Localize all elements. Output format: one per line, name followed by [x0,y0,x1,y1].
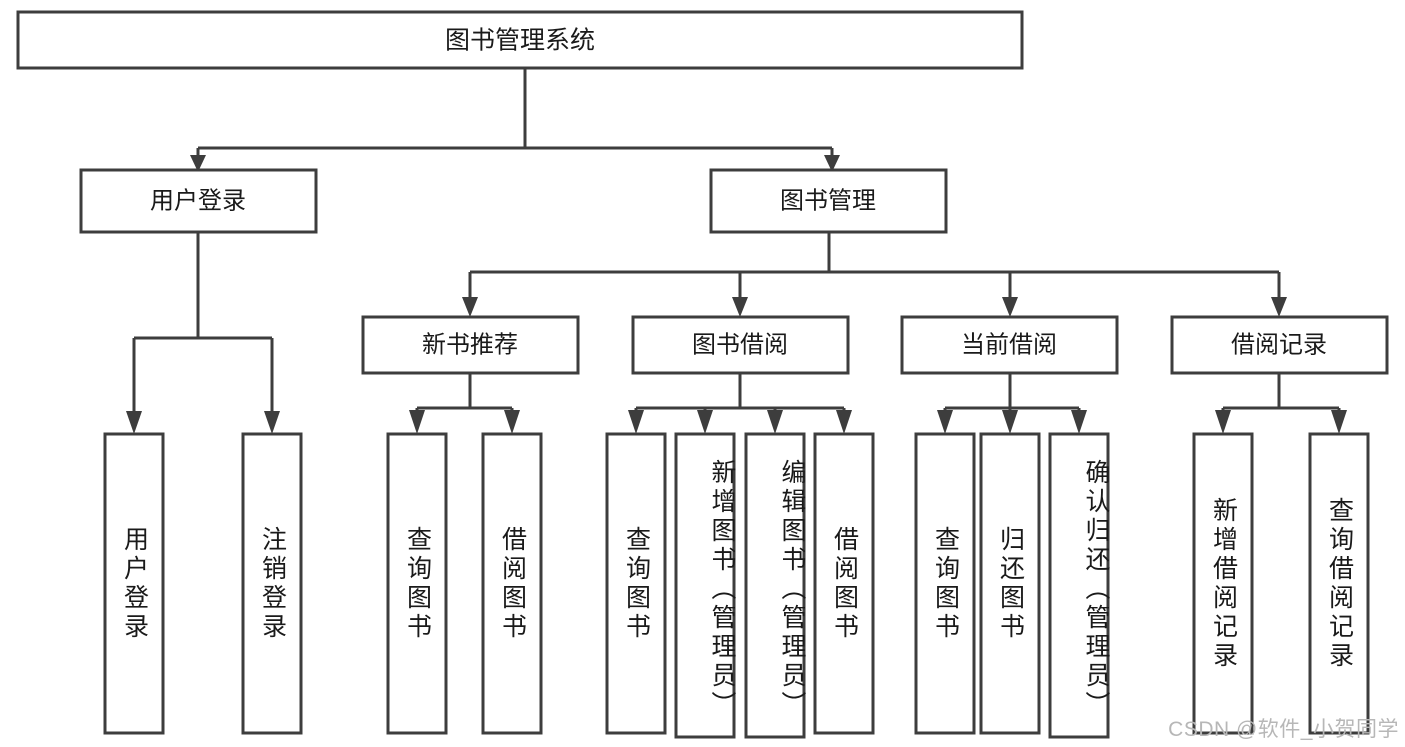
arrow-head-icon [1071,410,1087,434]
leaf-label-bookborrow-3: 编辑图书（管理员） [778,459,806,720]
leaf-box-borrowrecord-2[interactable] [1308,432,1370,735]
arrow-head-icon [504,410,520,434]
leaf-box-currentborrow-1[interactable] [914,432,976,735]
leaf-label-user-login-1: 用户登录 [120,525,149,642]
connector-bookmgmt-to-level2 [462,232,1287,317]
leaf-label-bookborrow-2: 新增图书（管理员） [708,459,736,720]
arrow-head-icon [1331,410,1347,434]
node-borrow-record-label: 借阅记录 [1231,331,1327,358]
arrow-head-icon [628,410,644,434]
leaf-box-bookborrow-3[interactable] [744,432,806,739]
node-current-borrow[interactable]: 当前借阅 [900,315,1119,375]
leaf-box-currentborrow-2[interactable] [979,432,1041,735]
leaf-box-bookborrow-4[interactable] [813,432,875,735]
leaf-box-currentborrow-3[interactable] [1048,432,1110,739]
arrow-head-icon [409,410,425,434]
node-root-label: 图书管理系统 [445,27,595,55]
arrow-head-icon [126,411,142,434]
node-book-borrow-label: 图书借阅 [692,331,788,358]
arrow-head-icon [1215,410,1231,434]
node-book-management[interactable]: 图书管理 [709,168,948,234]
arrow-head-icon [190,155,206,172]
leaf-label-currentborrow-1: 查询图书 [931,525,960,642]
node-root[interactable]: 图书管理系统 [16,10,1024,70]
leaf-box-user-login-1[interactable] [103,432,165,735]
node-book-management-label: 图书管理 [780,187,876,214]
node-new-book-recommend[interactable]: 新书推荐 [361,315,580,375]
node-new-book-recommend-label: 新书推荐 [422,331,518,358]
leaf-box-newbook-1[interactable] [386,432,448,735]
leaf-box-bookborrow-2[interactable] [674,432,736,739]
arrow-head-icon [462,297,478,317]
leaf-label-borrowrecord-2: 查询借阅记录 [1325,496,1354,671]
arrow-head-icon [1271,297,1287,317]
arrow-head-icon [836,410,852,434]
arrow-head-icon [937,410,953,434]
arrow-head-icon [697,410,713,434]
leaf-label-borrowrecord-1: 新增借阅记录 [1209,496,1238,671]
leaf-label-currentborrow-3: 确认归还（管理员） [1082,459,1110,720]
arrow-head-icon [1002,297,1018,317]
leaf-label-newbook-2: 借阅图书 [498,525,527,642]
arrow-head-icon [1002,410,1018,434]
arrow-head-icon [824,155,840,172]
leaf-box-user-login-2[interactable] [241,432,303,735]
connector-bookborrow-to-leaves [628,373,852,434]
leaf-box-newbook-2[interactable] [481,432,543,735]
watermark-text: CSDN @软件_小贺同学 [1168,718,1399,741]
node-borrow-record[interactable]: 借阅记录 [1170,315,1389,375]
connector-borrowrecord-to-leaves [1215,373,1347,434]
connector-newbook-to-leaves [409,373,520,434]
leaf-label-currentborrow-2: 归还图书 [996,525,1025,642]
arrow-head-icon [767,410,783,434]
arrow-head-icon [264,411,280,434]
node-user-login-label: 用户登录 [150,187,246,214]
leaf-label-bookborrow-4: 借阅图书 [830,525,859,642]
leaf-label-newbook-1: 查询图书 [403,525,432,642]
connector-root-to-level1 [190,68,840,172]
leaf-label-bookborrow-1: 查询图书 [622,525,651,642]
leaf-box-borrowrecord-1[interactable] [1192,432,1254,735]
node-book-borrow[interactable]: 图书借阅 [631,315,850,375]
leaf-label-user-login-2: 注销登录 [258,525,287,642]
connector-userlogin-to-leaves [126,232,280,434]
leaf-box-bookborrow-1[interactable] [605,432,667,735]
arrow-head-icon [732,297,748,317]
node-current-borrow-label: 当前借阅 [961,331,1057,358]
connector-currentborrow-to-leaves [937,373,1087,434]
node-user-login[interactable]: 用户登录 [79,168,318,234]
